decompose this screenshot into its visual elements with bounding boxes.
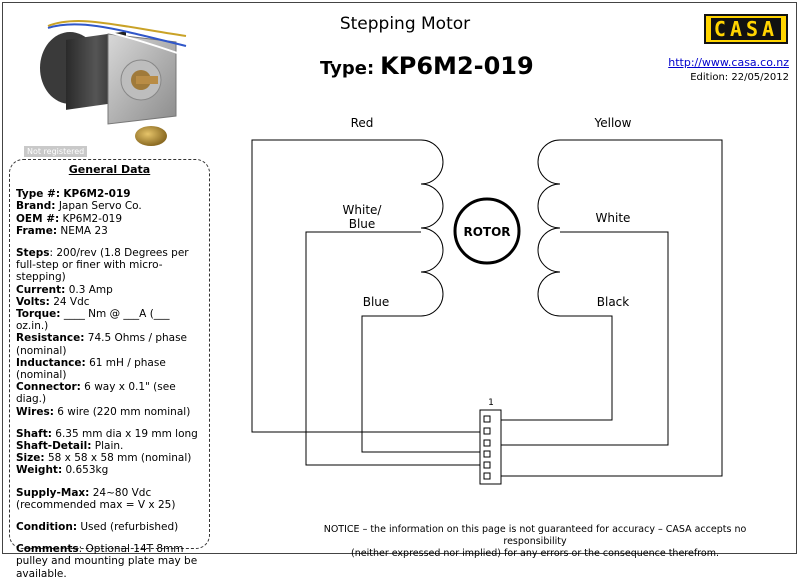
photo-watermark: Not registered	[24, 146, 88, 157]
weight-row: Weight: 0.653kg	[16, 464, 109, 477]
label-white-blue-1: White/	[343, 203, 383, 217]
disclaimer-notice: NOTICE – the information on this page is…	[300, 524, 770, 560]
wire-black	[484, 315, 613, 421]
logo-text: CASA	[710, 18, 782, 40]
casa-logo: CASA	[704, 14, 788, 44]
edition-date: Edition: 22/05/2012	[690, 72, 789, 83]
rotor-label: ROTOR	[463, 225, 510, 239]
label-red: Red	[351, 116, 374, 130]
wires-row: Wires: 6 wire (220 mm nominal)	[16, 405, 191, 418]
connector-pin	[483, 450, 491, 458]
motor-photo	[8, 6, 194, 156]
general-data-heading: General Data	[68, 163, 151, 176]
wire-white-blue	[305, 231, 484, 466]
condition-row: Condition: Used (refurbished)	[16, 521, 179, 534]
wire-blue	[361, 315, 484, 453]
label-blue: Blue	[363, 295, 390, 309]
label-black: Black	[597, 295, 630, 309]
size-row: Size: 58 x 58 x 58 mm (nominal)	[16, 452, 192, 465]
website-link[interactable]: http://www.casa.co.nz	[668, 56, 789, 69]
general-data-panel: General Data Type #: KP6M2-019 Brand: Ja…	[9, 159, 210, 580]
connector-row: Connector: 6 way x 0.1" (see diag.)	[16, 381, 176, 406]
connector-pin	[483, 472, 491, 480]
volts-row: Volts: 24 Vdc	[16, 295, 90, 308]
type-label: Type:	[320, 58, 375, 79]
label-white-blue-2: Blue	[349, 217, 376, 231]
type-heading: Type:KP6M2-019	[320, 52, 534, 80]
oem-row: OEM #: KP6M2-019	[16, 212, 123, 225]
resistance-row: Resistance: 74.5 Ohms / phase (nominal)	[16, 332, 188, 357]
connector-pins	[483, 415, 491, 480]
left-coil	[420, 139, 444, 317]
notice-line-2: (neither expressed nor implied) for any …	[351, 548, 719, 559]
page-frame	[2, 2, 797, 554]
right-coil	[537, 139, 561, 317]
connector-pin	[483, 461, 491, 469]
motor-illustration	[40, 20, 187, 146]
rotor-circle	[453, 197, 521, 265]
inductance-row: Inductance: 61 mH / phase (nominal)	[16, 356, 166, 382]
label-white: White	[596, 211, 631, 225]
label-yellow: Yellow	[594, 116, 632, 130]
page-title: Stepping Motor	[339, 14, 471, 34]
torque-row: Torque: ____ Nm @ ___A (___ oz.in.)	[16, 308, 170, 333]
shaft-detail-row: Shaft-Detail: Plain.	[16, 440, 124, 453]
brand-row: Brand: Japan Servo Co.	[16, 200, 142, 213]
connector-pin1-label: 1	[488, 398, 494, 408]
notice-line-1: NOTICE – the information on this page is…	[323, 524, 747, 547]
connector-pin	[483, 415, 491, 423]
wire-white	[484, 231, 669, 446]
connector-pin	[483, 427, 491, 435]
shaft-row: Shaft: 6.35 mm dia x 19 mm long	[16, 427, 198, 440]
frame-row: Frame: NEMA 23	[16, 224, 108, 237]
connector-pin	[483, 439, 491, 447]
type-value: KP6M2-019	[380, 52, 534, 80]
wire-yellow	[484, 139, 723, 477]
wire-red	[251, 139, 484, 433]
wiring-diagram: ROTOR Red White/ Blue Blue Yellow White …	[251, 116, 723, 485]
type-row: Type #: KP6M2-019	[16, 188, 131, 201]
current-row: Current: 0.3 Amp	[16, 283, 113, 296]
supply-max-row: Supply-Max: 24~80 Vdc (recommended max =…	[16, 486, 176, 511]
steps-row: Steps: 200/rev (1.8 Degrees per full-ste…	[16, 247, 189, 284]
